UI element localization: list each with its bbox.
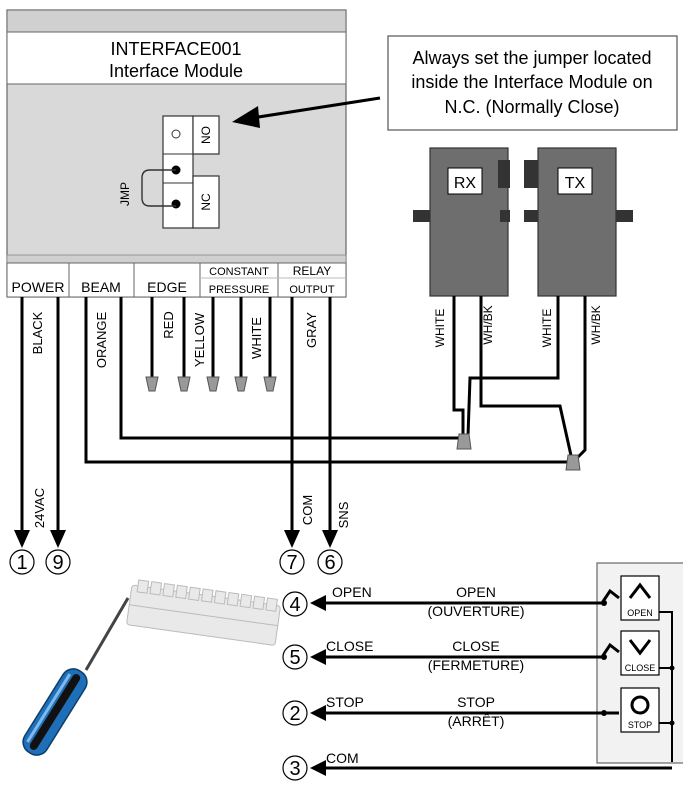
stop-label: STOP <box>457 694 495 710</box>
terminal-strip-illustration <box>126 579 281 646</box>
wire-caps <box>145 376 581 471</box>
stop-button[interactable]: STOP <box>620 687 660 733</box>
wire-orange-label: ORANGE <box>94 312 109 369</box>
note-line-1: Always set the jumper located <box>412 48 651 68</box>
stop-short-label: STOP <box>326 694 364 710</box>
wire-sns-label: SNS <box>336 501 351 528</box>
terminal-number-5: 5 <box>289 647 300 669</box>
open-button-label: OPEN <box>627 608 653 618</box>
open-button[interactable]: OPEN <box>620 575 660 621</box>
com-short-label: COM <box>326 750 359 766</box>
open-fr-label: (OUVERTURE) <box>428 603 525 619</box>
stop-circle-icon <box>630 695 650 715</box>
wire-white-label: WHITE <box>249 317 264 359</box>
jumper-pin-no <box>171 129 181 139</box>
jumper-nc-label: NC <box>199 193 213 211</box>
module-title: INTERFACE001 <box>110 39 241 59</box>
open-short-label: OPEN <box>332 584 372 600</box>
wire-gray-label: GRAY <box>304 312 319 348</box>
jumper-jmp-label: JMP <box>118 182 132 206</box>
control-station: OPEN CLOSE STOP <box>596 562 683 764</box>
stop-fr-label: (ARRÊT) <box>448 713 505 729</box>
terminal-power: POWER <box>12 279 65 295</box>
terminal-number-3: 3 <box>289 758 300 780</box>
jumper-block: NO NC JMP <box>118 115 220 229</box>
close-label: CLOSE <box>452 638 499 654</box>
module-subtitle: Interface Module <box>109 61 243 81</box>
terminal-number-4: 4 <box>289 594 300 616</box>
screwdriver-icon <box>22 597 130 756</box>
open-label: OPEN <box>456 584 496 600</box>
jumper-no-label: NO <box>199 126 213 144</box>
chevron-down-icon <box>628 639 652 656</box>
tx-label: TX <box>565 175 586 192</box>
note-arrow-icon <box>232 106 260 128</box>
wire-24vac-label: 24VAC <box>32 488 47 528</box>
tx-wire-whbk-label: WH/BK <box>589 305 603 344</box>
control-labels: OPEN OPEN (OUVERTURE) CLOSE CLOSE (FERME… <box>326 584 524 766</box>
note-line-2: inside the Interface Module on <box>411 72 652 92</box>
jumper-note: Always set the jumper located inside the… <box>232 35 678 131</box>
terminal-number-9: 9 <box>52 552 63 574</box>
wire-red-label: RED <box>161 311 176 338</box>
close-fr-label: (FERMETURE) <box>428 657 524 673</box>
close-button[interactable]: CLOSE <box>620 630 660 676</box>
note-line-3: N.C. (Normally Close) <box>444 97 619 117</box>
down-arrowheads <box>14 530 338 548</box>
rx-wire-whbk-label: WH/BK <box>481 305 495 344</box>
terminal-number-6: 6 <box>324 552 335 574</box>
tx-sensor: TX <box>524 147 633 297</box>
terminal-numbers: 1 9 7 6 4 5 2 3 <box>9 549 343 781</box>
tx-wire-white-label: WHITE <box>540 309 554 348</box>
close-button-label: CLOSE <box>625 663 656 673</box>
terminal-constant-2: PRESSURE <box>209 284 270 296</box>
stop-button-label: STOP <box>628 720 652 730</box>
terminal-beam: BEAM <box>81 279 121 295</box>
close-short-label: CLOSE <box>326 638 373 654</box>
terminal-number-1: 1 <box>16 552 27 574</box>
terminal-number-2: 2 <box>289 703 300 725</box>
rx-label: RX <box>454 175 477 192</box>
terminal-number-7: 7 <box>286 552 297 574</box>
jumper-pin-nc <box>171 199 181 209</box>
left-arrowheads <box>310 595 607 776</box>
terminal-labels: POWER BEAM EDGE CONSTANT PRESSURE RELAY … <box>12 263 346 297</box>
wire-black-label: BLACK <box>30 311 45 354</box>
interface-module: INTERFACE001 Interface Module <box>6 9 347 298</box>
chevron-up-icon <box>628 582 652 599</box>
terminal-relay-1: RELAY <box>293 264 331 278</box>
wire-com-label: COM <box>300 495 315 525</box>
wire-yellow-label: YELLOW <box>192 312 207 367</box>
wire-labels: BLACK ORANGE RED YELLOW WHITE GRAY 24VAC… <box>30 305 603 528</box>
rx-sensor: RX <box>413 147 510 297</box>
rx-wire-white-label: WHITE <box>433 309 447 348</box>
terminal-constant-1: CONSTANT <box>209 266 269 278</box>
terminal-edge: EDGE <box>147 279 187 295</box>
terminal-relay-2: OUTPUT <box>289 284 335 296</box>
